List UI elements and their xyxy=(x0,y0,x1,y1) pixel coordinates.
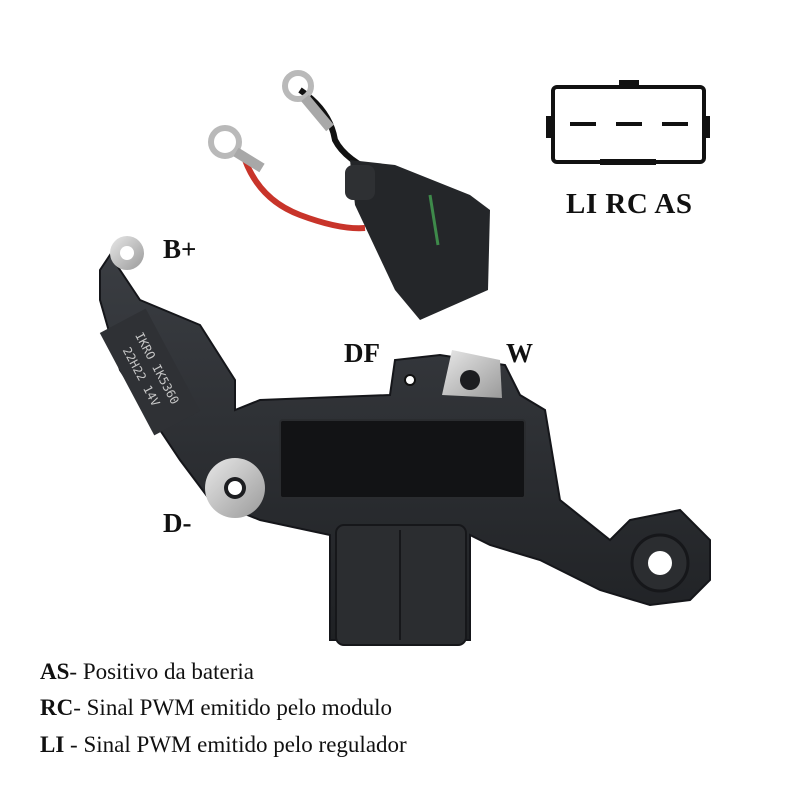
legend-code: AS xyxy=(40,659,70,684)
wire-harness xyxy=(208,70,490,320)
legend-text: - Sinal PWM emitido pelo modulo xyxy=(73,695,393,720)
label-d-minus: D- xyxy=(163,508,192,538)
legend-text: - Sinal PWM emitido pelo regulador xyxy=(64,732,407,757)
legend-item-as: AS- Positivo da bateria xyxy=(40,660,254,683)
label-w: W xyxy=(506,338,533,368)
legend-code: RC xyxy=(40,695,74,720)
connector-pins-label: LI RC AS xyxy=(566,188,693,220)
legend-text: - Positivo da bateria xyxy=(69,659,255,684)
label-df: DF xyxy=(344,338,380,368)
legend-item-li: LI - Sinal PWM emitido pelo regulador xyxy=(40,733,407,756)
legend-item-rc: RC- Sinal PWM emitido pelo modulo xyxy=(40,696,392,719)
legend-code: LI xyxy=(40,732,65,757)
label-b-plus: B+ xyxy=(163,234,197,264)
regulator-body: IKRO IK5360 22H22 14V xyxy=(99,236,711,646)
connector-pinout-diagram xyxy=(546,80,710,165)
